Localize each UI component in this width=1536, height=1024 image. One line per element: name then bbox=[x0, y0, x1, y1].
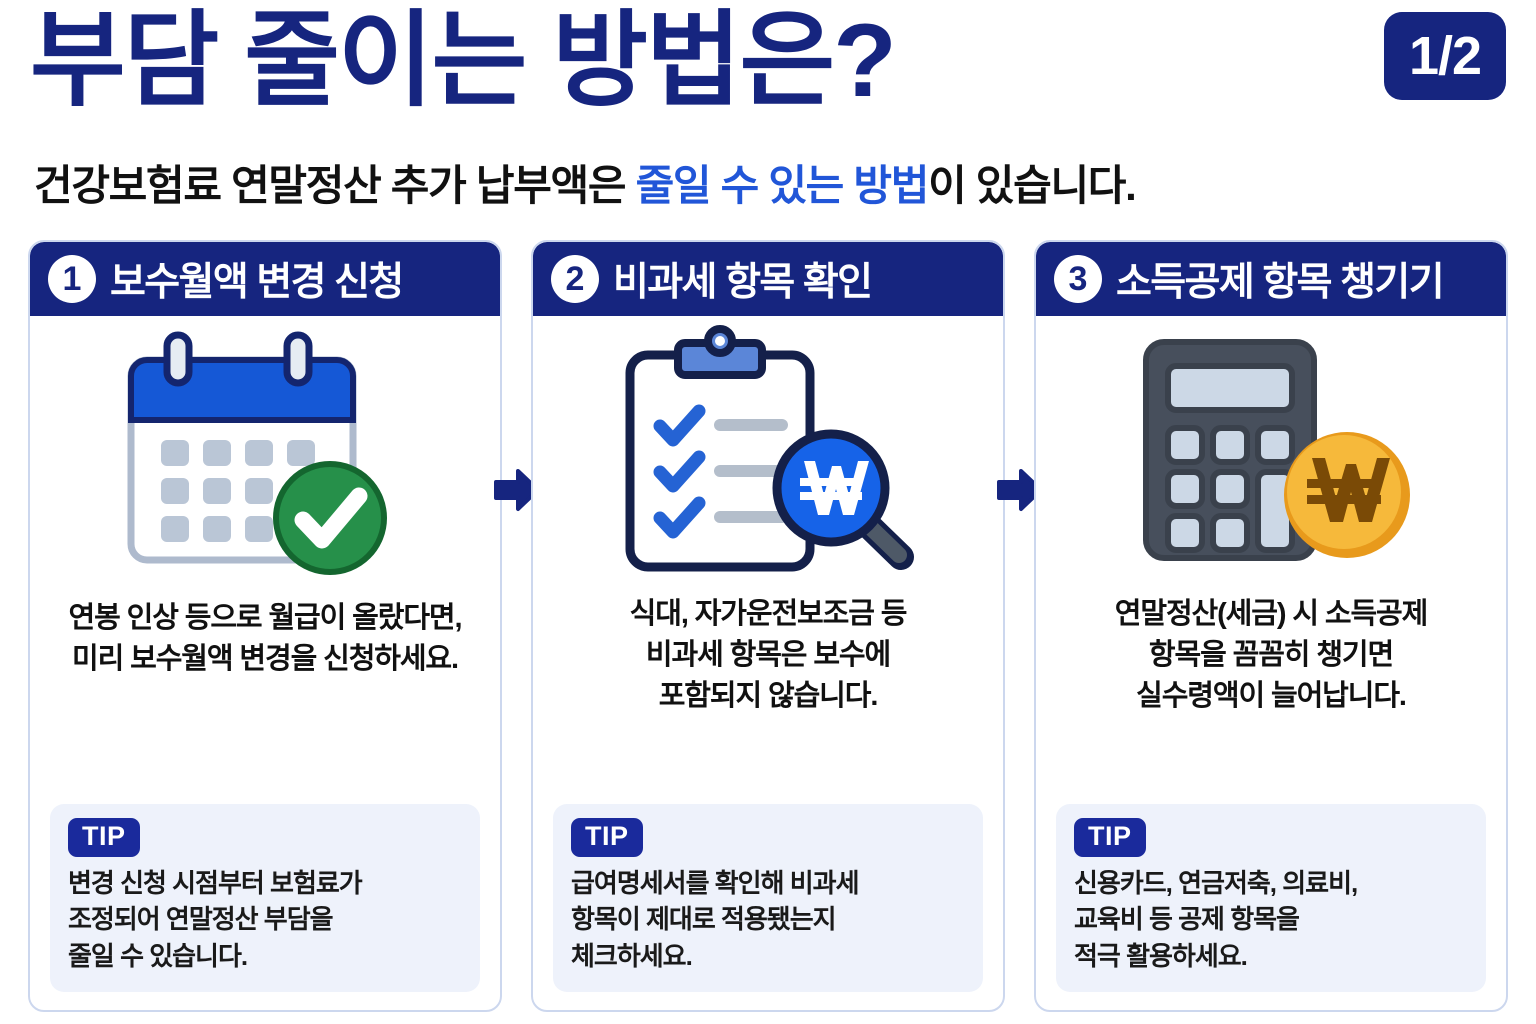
tip-line: 급여명세서를 확인해 비과세 bbox=[571, 867, 860, 898]
step-card-3-icon-area bbox=[1036, 316, 1506, 594]
calculator-won-coin-icon bbox=[1143, 339, 1410, 561]
step-card-1: 1 보수월액 변경 신청 bbox=[28, 240, 502, 1012]
arrow-slot-1 bbox=[493, 240, 540, 1012]
arrow-slot-2 bbox=[996, 240, 1043, 1012]
step-number-label: 1 bbox=[62, 260, 82, 298]
tip-line: 체크하세요. bbox=[571, 940, 693, 971]
tip-line: 조정되어 연말정산 부담을 bbox=[68, 904, 334, 935]
arrow-right-icon bbox=[996, 469, 1043, 511]
subtitle-highlight: 줄일 수 있는 방법 bbox=[635, 162, 930, 209]
step-card-1-tip-box: TIP 변경 신청 시점부터 보험료가 조정되어 연말정산 부담을 줄일 수 있… bbox=[50, 803, 480, 992]
tip-line: 교육비 등 공제 항목을 bbox=[1074, 904, 1300, 935]
arrow-right-icon bbox=[493, 469, 540, 511]
page-subtitle: 건강보험료 연말정산 추가 납부액은 줄일 수 있는 방법이 있습니다. bbox=[34, 152, 1137, 213]
step-card-3-tip-text: 신용카드, 연금저축, 의료비, 교육비 등 공제 항목을 적극 활용하세요. bbox=[1074, 865, 1468, 974]
step-number-badge: 2 bbox=[551, 255, 599, 303]
step-card-1-description: 연봉 인상 등으로 월급이 올랐다면, 미리 보수월액 변경을 신청하세요. bbox=[30, 598, 500, 680]
clipboard-magnifier-won-icon bbox=[625, 325, 914, 572]
tip-line: 변경 신청 시점부터 보험료가 bbox=[68, 867, 363, 898]
step-card-2-description: 식대, 자가운전보조금 등 비과세 항목은 보수에 포함되지 않습니다. bbox=[533, 594, 1003, 718]
step-card-3-tip-box: TIP 신용카드, 연금저축, 의료비, 교육비 등 공제 항목을 적극 활용하… bbox=[1056, 803, 1486, 992]
step-number-badge: 3 bbox=[1054, 255, 1102, 303]
desc-line: 비과세 항목은 보수에 bbox=[645, 639, 891, 672]
subtitle-pre: 건강보험료 연말정산 추가 납부액은 bbox=[34, 162, 636, 209]
tip-badge: TIP bbox=[68, 817, 140, 857]
tip-line: 신용카드, 연금저축, 의료비, bbox=[1074, 867, 1358, 898]
tip-line: 줄일 수 있습니다. bbox=[68, 940, 248, 971]
step-card-2-icon-area bbox=[533, 316, 1003, 594]
step-card-2: 2 비과세 항목 확인 bbox=[531, 240, 1005, 1012]
step-number-badge: 1 bbox=[48, 255, 96, 303]
calendar-check-icon bbox=[127, 331, 387, 575]
step-card-3: 3 소득공제 항목 챙기기 bbox=[1034, 240, 1508, 1012]
page-title: 부담 줄이는 방법은? bbox=[30, 3, 897, 119]
subtitle-post: 이 있습니다. bbox=[928, 162, 1137, 209]
step-card-3-header: 3 소득공제 항목 챙기기 bbox=[1036, 242, 1506, 316]
desc-line: 포함되지 않습니다. bbox=[658, 680, 879, 713]
tip-line: 적극 활용하세요. bbox=[1074, 940, 1248, 971]
desc-line: 실수령액이 늘어납니다. bbox=[1136, 680, 1407, 713]
step-card-grid: 1 보수월액 변경 신청 bbox=[28, 240, 1508, 1012]
desc-line: 항목을 꼼꼼히 챙기면 bbox=[1148, 639, 1394, 672]
step-card-2-tip-text: 급여명세서를 확인해 비과세 항목이 제대로 적용됐는지 체크하세요. bbox=[571, 865, 965, 974]
step-card-2-header: 2 비과세 항목 확인 bbox=[533, 242, 1003, 316]
page-number-badge-label: 1/2 bbox=[1408, 26, 1482, 86]
step-number-label: 3 bbox=[1068, 260, 1088, 298]
step-card-2-tip-box: TIP 급여명세서를 확인해 비과세 항목이 제대로 적용됐는지 체크하세요. bbox=[553, 803, 983, 992]
page-number-badge: 1/2 bbox=[1384, 12, 1506, 100]
desc-line: 연봉 인상 등으로 월급이 올랐다면, bbox=[68, 602, 463, 634]
step-number-label: 2 bbox=[565, 260, 585, 298]
step-card-1-title: 보수월액 변경 신청 bbox=[110, 261, 404, 304]
step-card-1-header: 1 보수월액 변경 신청 bbox=[30, 242, 500, 316]
tip-badge: TIP bbox=[571, 817, 643, 857]
tip-line: 항목이 제대로 적용됐는지 bbox=[571, 904, 837, 935]
desc-line: 식대, 자가운전보조금 등 bbox=[629, 598, 908, 630]
step-card-2-title: 비과세 항목 확인 bbox=[613, 261, 873, 304]
step-card-1-tip-text: 변경 신청 시점부터 보험료가 조정되어 연말정산 부담을 줄일 수 있습니다. bbox=[68, 865, 462, 974]
step-card-1-icon-area bbox=[30, 316, 500, 594]
desc-line: 미리 보수월액 변경을 신청하세요. bbox=[72, 643, 459, 676]
step-card-3-title: 소득공제 항목 챙기기 bbox=[1116, 261, 1445, 304]
tip-badge: TIP bbox=[1074, 817, 1146, 857]
desc-line: 연말정산(세금) 시 소득공제 bbox=[1114, 598, 1429, 630]
step-card-3-description: 연말정산(세금) 시 소득공제 항목을 꼼꼼히 챙기면 실수령액이 늘어납니다. bbox=[1036, 594, 1506, 718]
